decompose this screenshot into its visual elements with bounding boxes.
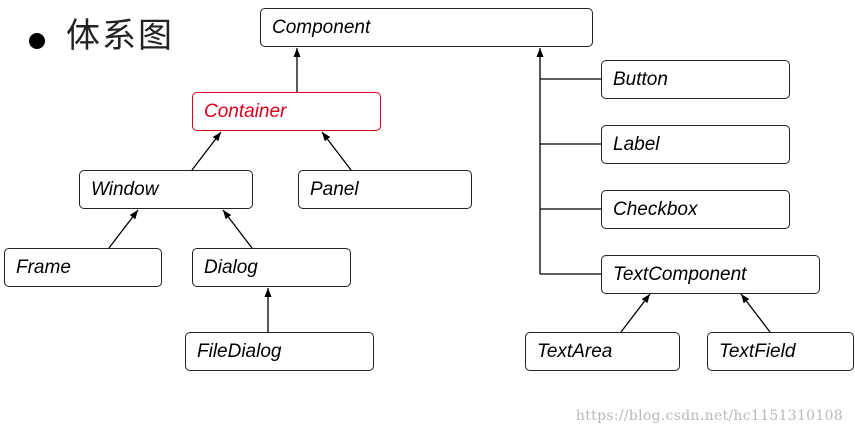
node-label: Label <box>601 125 790 164</box>
node-textarea: TextArea <box>525 332 680 371</box>
bullet-point <box>29 33 45 49</box>
node-checkbox: Checkbox <box>601 190 790 229</box>
node-container: Container <box>192 92 381 131</box>
edge-dialog-window <box>222 209 253 249</box>
edge-textarea-textcomponent <box>620 293 651 333</box>
node-frame: Frame <box>4 248 162 287</box>
edge-textfield-textcomponent <box>740 293 771 333</box>
edge-panel-container <box>321 131 352 171</box>
node-dialog: Dialog <box>192 248 351 287</box>
node-button: Button <box>601 60 790 99</box>
node-filedialog: FileDialog <box>185 332 374 371</box>
node-textfield: TextField <box>707 332 854 371</box>
watermark: https://blog.csdn.net/hc1151310108 <box>575 408 843 424</box>
page-title: 体系图 <box>66 16 174 56</box>
node-textcomponent: TextComponent <box>601 255 820 294</box>
edge-window-container <box>191 131 222 171</box>
node-component: Component <box>260 8 593 47</box>
edge-frame-window <box>108 209 139 249</box>
node-panel: Panel <box>298 170 472 209</box>
node-window: Window <box>79 170 253 209</box>
